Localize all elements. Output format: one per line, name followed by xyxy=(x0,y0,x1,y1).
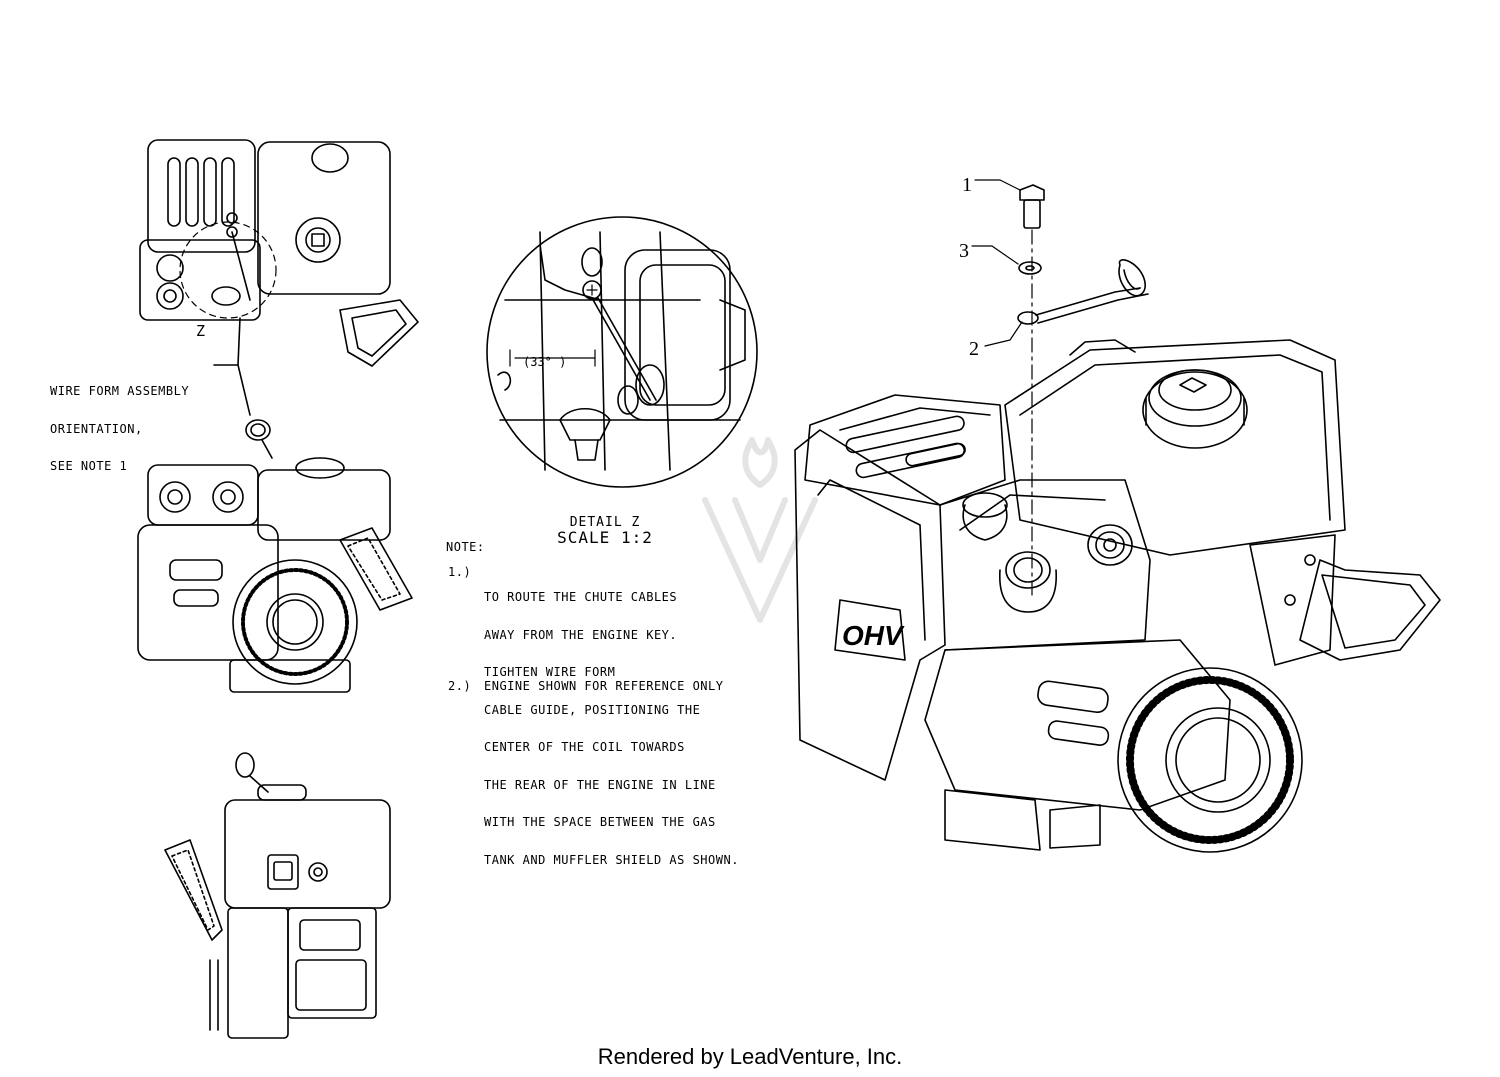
note-1-line: TANK AND MUFFLER SHIELD AS SHOWN. xyxy=(484,852,739,867)
note-2-number: 2.) xyxy=(448,679,472,693)
callout-leaders xyxy=(971,179,1023,347)
note-1-line: TO ROUTE THE CHUTE CABLES xyxy=(484,590,678,604)
note-1-number: 1.) xyxy=(448,565,472,579)
note-1-line: AWAY FROM THE ENGINE KEY. xyxy=(484,627,678,642)
engine-main-view: OHV xyxy=(794,339,1441,853)
engine-side-view xyxy=(164,752,391,1039)
wire-form-ring xyxy=(237,364,273,459)
wire-form-note-line: WIRE FORM ASSEMBLY xyxy=(50,384,190,398)
footer-credit: Rendered by LeadVenture, Inc. xyxy=(597,1044,903,1069)
wire-form-note: WIRE FORM ASSEMBLY ORIENTATION, SEE NOTE… xyxy=(50,360,189,485)
hardware-parts xyxy=(1017,184,1149,601)
callout-1: 1 xyxy=(962,174,972,196)
engine-top-view xyxy=(139,139,419,367)
note-1-text: TO ROUTE THE CHUTE CABLES AWAY FROM THE … xyxy=(484,566,739,879)
note-1-line: CENTER OF THE COIL TOWARDS xyxy=(484,740,685,754)
note-1-line: TIGHTEN WIRE FORM xyxy=(484,665,616,679)
engine-front-view xyxy=(137,457,413,693)
callout-3: 3 xyxy=(959,240,969,262)
notes-heading: NOTE: xyxy=(446,540,485,554)
note-1-line: THE REAR OF THE ENGINE IN LINE xyxy=(484,777,716,792)
note-1-line: CABLE GUIDE, POSITIONING THE xyxy=(484,702,701,717)
view-label-z: Z xyxy=(196,322,205,340)
detail-title: DETAIL Z xyxy=(570,515,641,530)
detail-scale: SCALE 1:2 xyxy=(557,528,653,547)
callout-2: 2 xyxy=(969,338,979,360)
wire-form-note-line: SEE NOTE 1 xyxy=(50,459,128,473)
note-2-text: ENGINE SHOWN FOR REFERENCE ONLY xyxy=(484,679,724,693)
angle-label: (33° ) xyxy=(523,355,566,369)
detail-z-view xyxy=(486,216,758,488)
wire-form-note-line: ORIENTATION, xyxy=(50,421,143,436)
note-1-line: WITH THE SPACE BETWEEN THE GAS xyxy=(484,815,716,829)
ohv-badge: OHV xyxy=(842,620,905,651)
